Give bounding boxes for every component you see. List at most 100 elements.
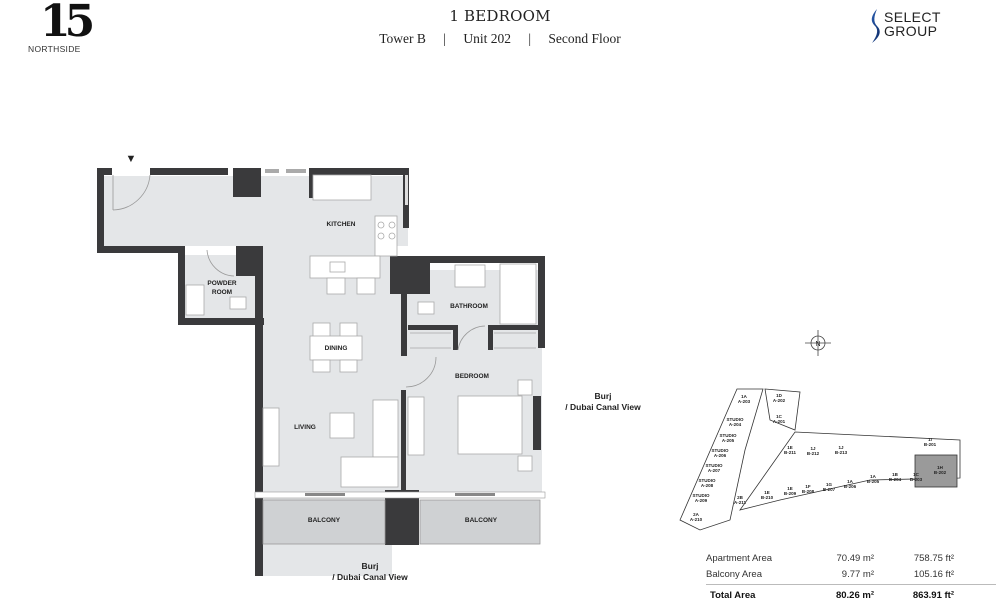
keyplan-unit-type: 1E [787, 445, 793, 450]
area-sqm: 9.77 m² [841, 568, 874, 580]
kitchen-fixtures [309, 174, 398, 295]
view-label-bottom: Burj / Dubai Canal View [315, 561, 425, 583]
area-row: Balcony Area 9.77 m² 105.16 ft² [706, 566, 996, 582]
unit-label: Unit 202 [463, 31, 511, 46]
keyplan-highlighted-unit [914, 454, 958, 488]
keyplan-unit-type: 1E [787, 486, 793, 491]
walls [97, 168, 545, 576]
keyplan-unit-type: 1C [776, 414, 783, 419]
keyplan-unit-id: A-208 [701, 483, 714, 488]
keyplan-unit-id: B-206 [844, 484, 857, 489]
select-group-logo: SELECT GROUP [868, 9, 968, 44]
keyplan-unit-type: STUDIO [711, 448, 729, 453]
keyplan-unit-id: B-208 [802, 489, 815, 494]
keyplan-unit-type: STUDIO [726, 417, 744, 422]
logo-number: 15 [40, 0, 95, 47]
keyplan-unit-type: 1B [892, 472, 899, 477]
keyplan-unit-id: B-202 [934, 470, 947, 475]
keyplan-unit-id: A-206 [714, 453, 727, 458]
keyplan-unit-type: 1F [805, 484, 811, 489]
keyplan-unit-type: 1J [838, 445, 844, 450]
area-total-row: Total Area 80.26 m² 863.91 ft² [706, 584, 996, 603]
keyplan-unit-type: 1I [928, 437, 932, 442]
keyplan-unit-id: A-202 [773, 398, 786, 403]
compass-label: N [815, 341, 820, 348]
view-label-line: Burj [594, 391, 612, 401]
logo-text: NORTHSIDE [28, 44, 81, 54]
keyplan-unit-id: B-211 [784, 450, 797, 455]
area-row: Apartment Area 70.49 m² 758.75 ft² [706, 550, 996, 566]
keyplan-unit-type: 1D [776, 393, 783, 398]
keyplan-unit-id: A-203 [738, 399, 751, 404]
flame-icon [871, 9, 880, 43]
keyplan-unit-id: A-210 [690, 517, 703, 522]
room-label-bedroom: BEDROOM [455, 373, 489, 380]
floor-label: Second Floor [548, 31, 621, 46]
room-label-dining: DINING [325, 345, 348, 352]
keyplan-unit-type: 1E [764, 490, 770, 495]
page-title: 1 BEDROOM [449, 7, 551, 25]
keyplan-unit-type: 1H [937, 465, 943, 470]
total-sqm: 80.26 m² [835, 589, 874, 601]
windows [265, 169, 408, 205]
view-label-line: / Dubai Canal View [332, 572, 408, 582]
balconies [254, 491, 546, 545]
dining-set [309, 322, 363, 373]
separator: | [443, 31, 446, 46]
room-label-living: LIVING [294, 424, 316, 431]
total-label: Total Area [710, 589, 756, 601]
compass-icon: N [805, 330, 831, 356]
bedroom-furniture [407, 379, 533, 472]
keyplan-unit-type: STUDIO [705, 463, 723, 468]
view-label-right: Burj / Dubai Canal View [548, 391, 658, 413]
keyplan-unit-type: 1C [913, 472, 920, 477]
room-label-powder-1: POWDER [207, 280, 237, 287]
tower-label: Tower B [379, 31, 426, 46]
keyplan-unit-type: STUDIO [698, 478, 716, 483]
room-label-kitchen: KITCHEN [327, 221, 356, 228]
keyplan-unit-type: STUDIO [719, 433, 737, 438]
keyplan-unit-id: B-212 [807, 451, 820, 456]
keyplan-unit-type: 2A [693, 512, 700, 517]
keyplan-unit-type: 1J [810, 446, 816, 451]
closet-hatching [410, 332, 536, 349]
room-label-balcony-left: BALCONY [308, 517, 341, 524]
area-sqft: 758.75 ft² [913, 552, 954, 564]
unit-subtitle: Tower B | Unit 202 | Second Floor [350, 31, 650, 47]
keyplan-unit-type: 1A [847, 479, 854, 484]
keyplan-unit-type: 1A [870, 474, 877, 479]
keyplan-unit-id: B-213 [835, 450, 848, 455]
keyplan-unit-id: A-201 [773, 419, 786, 424]
keyplan-unit-id: B-207 [823, 487, 836, 492]
keyplan [679, 388, 961, 531]
separator: | [528, 31, 532, 46]
area-table: Apartment Area 70.49 m² 758.75 ft² Balco… [706, 550, 996, 603]
keyplan-unit-type: 1G [826, 482, 833, 487]
keyplan-unit-type: STUDIO [692, 493, 710, 498]
keyplan-unit-id: B-205 [867, 479, 880, 484]
living-furniture [262, 399, 399, 488]
keyplan-unit-id: B-209 [784, 491, 797, 496]
room-label-bathroom: BATHROOM [450, 303, 488, 310]
keyplan-unit-type: 2B [737, 495, 744, 500]
keyplan-unit-id: A-211 [734, 500, 747, 505]
area-sqft: 105.16 ft² [913, 568, 954, 580]
keyplan-unit-id: A-205 [722, 438, 735, 443]
room-label-balcony-right: BALCONY [465, 517, 498, 524]
area-label: Apartment Area [706, 552, 773, 564]
keyplan-unit-id: B-204 [889, 477, 902, 482]
view-label-line: Burj [361, 561, 379, 571]
view-label-line: / Dubai Canal View [565, 402, 641, 412]
entry-marker-icon: ▼ [126, 153, 137, 165]
total-sqft: 863.91 ft² [912, 589, 954, 601]
keyplan-unit-id: A-207 [708, 468, 721, 473]
keyplan-unit-id: A-209 [695, 498, 708, 503]
logo-line1: SELECT [884, 9, 941, 25]
keyplan-unit-id: B-203 [910, 477, 923, 482]
keyplan-unit-id: A-204 [729, 422, 742, 427]
area-label: Balcony Area [706, 568, 762, 580]
bathroom-fixtures [417, 263, 537, 325]
keyplan-unit-type: 1A [741, 394, 748, 399]
keyplan-unit-id: B-210 [761, 495, 774, 500]
